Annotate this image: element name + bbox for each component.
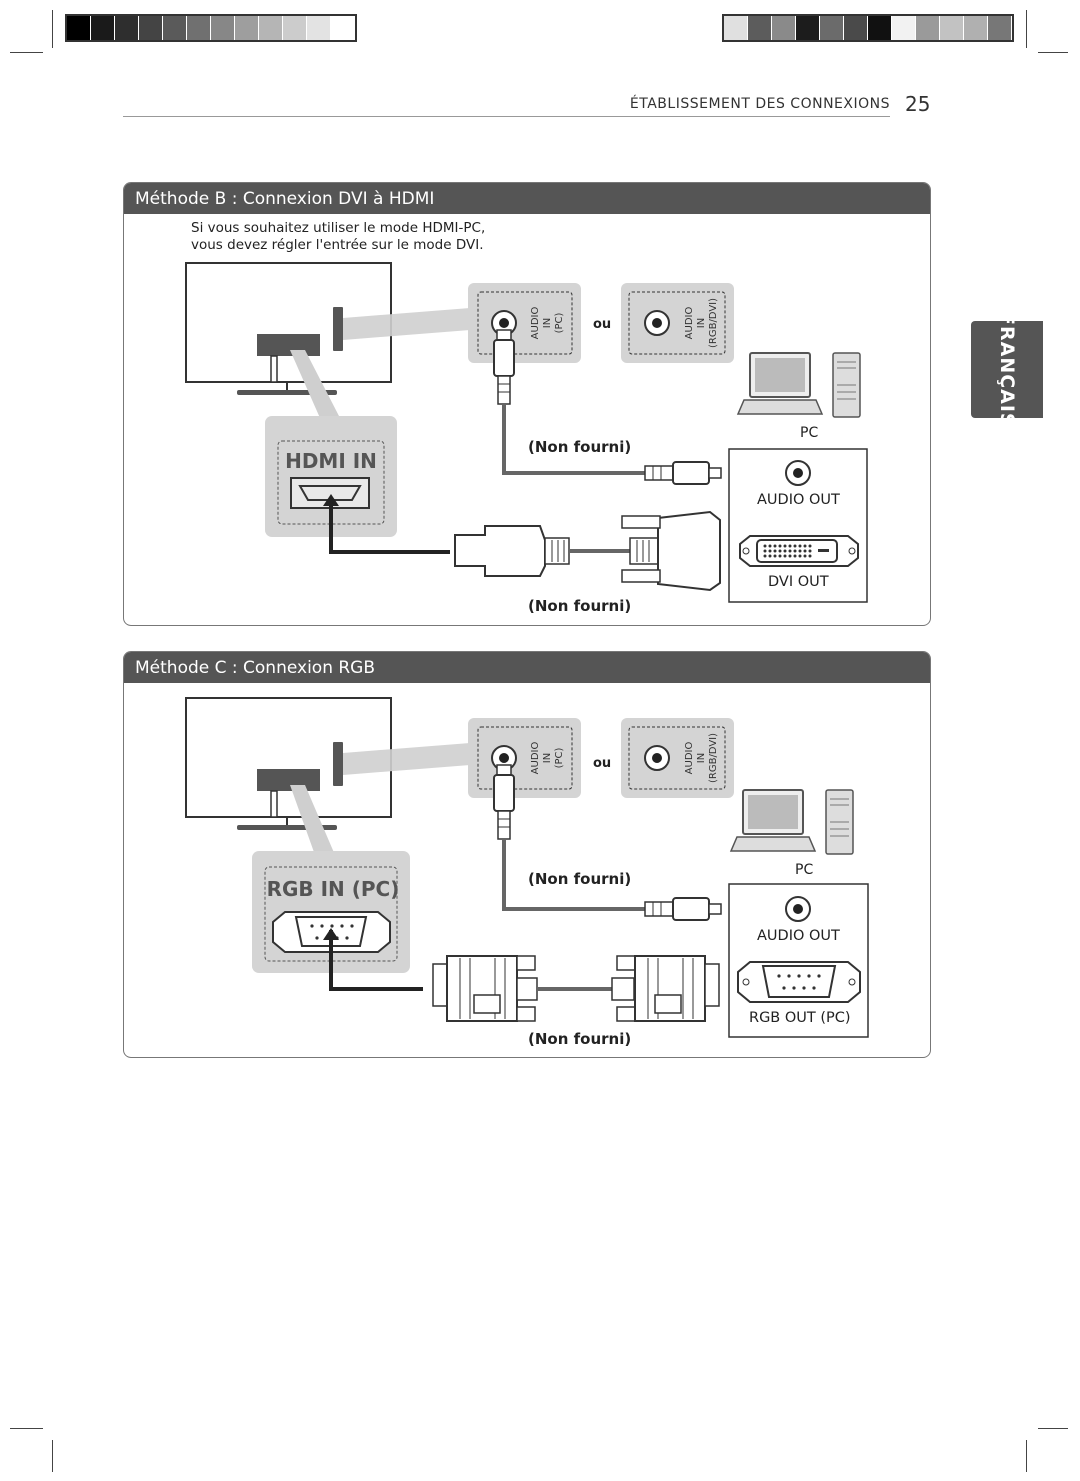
pc-illustration xyxy=(729,789,854,855)
audio-cable-note: (Non fourni) xyxy=(528,870,632,888)
crop-mark xyxy=(1038,1428,1068,1429)
rgb-in-label: RGB IN (PC) xyxy=(267,877,400,901)
pc-label: PC xyxy=(795,862,814,878)
running-header: ÉTABLISSEMENT DES CONNEXIONS xyxy=(629,96,890,112)
dvi-out-label: DVI OUT xyxy=(768,574,829,590)
audio-in-pc-line3: (PC) xyxy=(554,313,565,334)
crop-mark xyxy=(1026,1440,1027,1472)
audio-in-rgbdvi-panel: AUDIO IN (RGB/DVI) xyxy=(621,718,734,798)
audio-in-pc-panel: AUDIO IN (PC) xyxy=(468,718,581,798)
rgb-cable xyxy=(323,928,720,1022)
audio-in-rgbdvi-line2: IN xyxy=(696,753,707,763)
page-number: 25 xyxy=(905,92,931,116)
video-cable-note: (Non fourni) xyxy=(528,597,632,615)
crop-mark xyxy=(52,1440,53,1472)
method-b-note: Si vous souhaitez utiliser le mode HDMI-… xyxy=(191,220,485,254)
audio-cable xyxy=(493,764,722,921)
method-b-note-line1: Si vous souhaitez utiliser le mode HDMI-… xyxy=(191,220,486,236)
audio-cable-note: (Non fourni) xyxy=(528,438,632,456)
method-b-title: Méthode B : Connexion DVI à HDMI xyxy=(124,183,930,214)
method-b-diagram: HDMI IN AUDIO IN (PC) ou AU xyxy=(185,262,868,603)
crop-mark xyxy=(10,52,43,53)
crop-mark xyxy=(1038,52,1068,53)
crop-mark xyxy=(1026,10,1027,48)
rgb-in-panel: RGB IN (PC) xyxy=(252,851,410,973)
audio-in-pc-line2: IN xyxy=(542,753,553,763)
audio-in-rgbdvi-line2: IN xyxy=(696,318,707,328)
hdmi-in-label: HDMI IN xyxy=(285,449,377,473)
crop-mark xyxy=(10,1428,43,1429)
audio-in-rgbdvi-line1: AUDIO xyxy=(684,307,695,340)
method-b-note-line2: vous devez régler l'entrée sur le mode D… xyxy=(191,237,484,253)
hdmi-in-panel: HDMI IN xyxy=(265,416,397,537)
hdmi-dvi-cable xyxy=(323,494,721,592)
audio-in-pc-line3: (PC) xyxy=(554,748,565,769)
audio-in-pc-line1: AUDIO xyxy=(530,742,541,775)
audio-in-pc-line1: AUDIO xyxy=(530,307,541,340)
header-rule xyxy=(123,116,890,117)
audio-in-rgbdvi-line1: AUDIO xyxy=(684,742,695,775)
method-c-diagram: RGB IN (PC) AUDIO IN (PC) xyxy=(185,697,869,1038)
or-text: ou xyxy=(593,756,611,771)
audio-out-label: AUDIO OUT xyxy=(757,492,840,508)
method-c-title: Méthode C : Connexion RGB xyxy=(124,652,930,683)
audio-in-rgbdvi-line3: (RGB/DVI) xyxy=(708,733,719,783)
language-tab: FRANÇAIS xyxy=(971,312,1043,427)
audio-in-pc-panel: AUDIO IN (PC) xyxy=(468,283,581,363)
pc-output-panel xyxy=(728,883,869,1038)
audio-cable xyxy=(493,329,722,485)
audio-in-rgbdvi-line3: (RGB/DVI) xyxy=(708,298,719,348)
crop-mark xyxy=(52,10,53,48)
video-cable-note: (Non fourni) xyxy=(528,1030,632,1048)
pc-output-panel xyxy=(728,448,868,603)
color-calibration-bar-right xyxy=(722,14,1014,42)
audio-in-rgbdvi-panel: AUDIO IN (RGB/DVI) xyxy=(621,283,734,363)
pc-illustration xyxy=(736,352,861,418)
or-text: ou xyxy=(593,317,611,332)
color-calibration-bar-left xyxy=(65,14,357,42)
audio-in-pc-line2: IN xyxy=(542,318,553,328)
audio-out-label: AUDIO OUT xyxy=(757,928,840,944)
rgb-out-label: RGB OUT (PC) xyxy=(749,1010,851,1026)
pc-label: PC xyxy=(800,425,819,441)
